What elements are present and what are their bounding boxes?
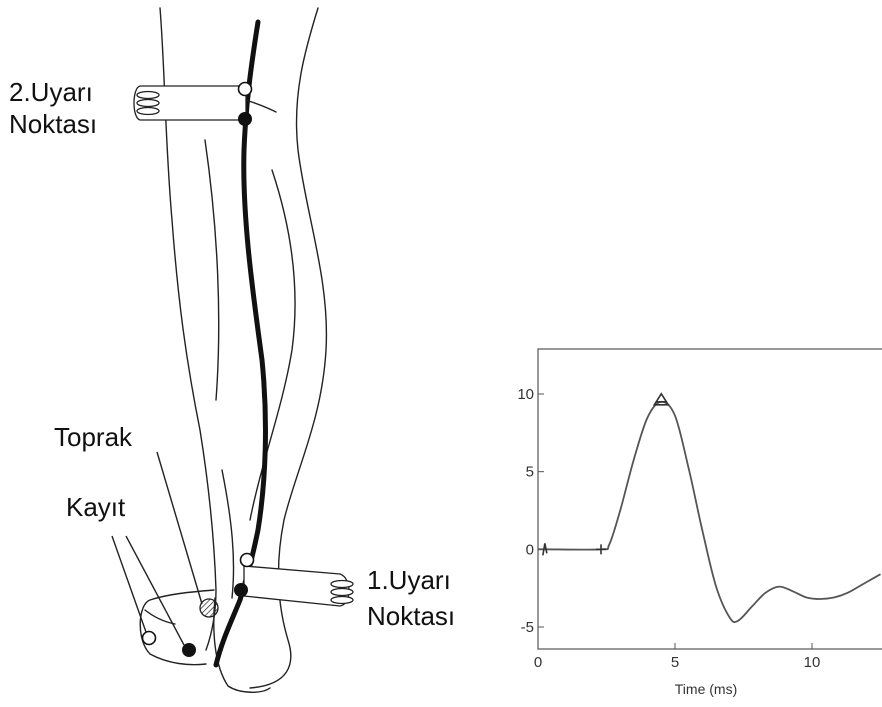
- ground-electrode: [200, 599, 218, 617]
- stim-anode-upper: [239, 83, 252, 96]
- calf-contour: [250, 170, 295, 520]
- y-tick-label: 0: [526, 541, 534, 558]
- toe-contour: [145, 610, 175, 624]
- stim-anode-lower: [241, 554, 254, 567]
- record-electrode-active: [182, 643, 196, 657]
- x-tick-label: 10: [804, 654, 821, 671]
- cmap-chart: 0 5 10 10 5 0 -5 Time (ms): [517, 349, 882, 697]
- y-tick-label: -5: [521, 619, 534, 636]
- ground-leader-line: [157, 452, 202, 604]
- stim-cathode-upper: [238, 112, 252, 126]
- shin-contour: [205, 140, 219, 400]
- label-stim2-line1: 2.Uyarı: [9, 77, 93, 107]
- x-tick-label: 0: [534, 654, 542, 671]
- label-stim1-line2: Noktası: [367, 601, 455, 631]
- ankle-contour: [222, 470, 234, 598]
- leg-diagram: [112, 8, 353, 692]
- y-tick-label: 5: [526, 464, 534, 481]
- stim-strap-upper: [134, 86, 276, 120]
- record-leader-line-1: [112, 536, 146, 632]
- label-stim1-line1: 1.Uyarı: [367, 565, 451, 595]
- record-electrode-reference: [143, 632, 156, 645]
- stim-strap-lower: [244, 566, 353, 606]
- record-leader-line-2: [126, 536, 184, 645]
- label-stim2-line2: Noktası: [9, 109, 97, 139]
- stim-cathode-lower: [234, 583, 248, 597]
- label-ground: Toprak: [54, 422, 133, 452]
- x-axis-title: Time (ms): [675, 681, 737, 697]
- label-record: Kayıt: [66, 492, 126, 522]
- x-tick-label: 5: [671, 654, 679, 671]
- chart-frame: [538, 349, 882, 649]
- y-tick-label: 10: [517, 386, 534, 403]
